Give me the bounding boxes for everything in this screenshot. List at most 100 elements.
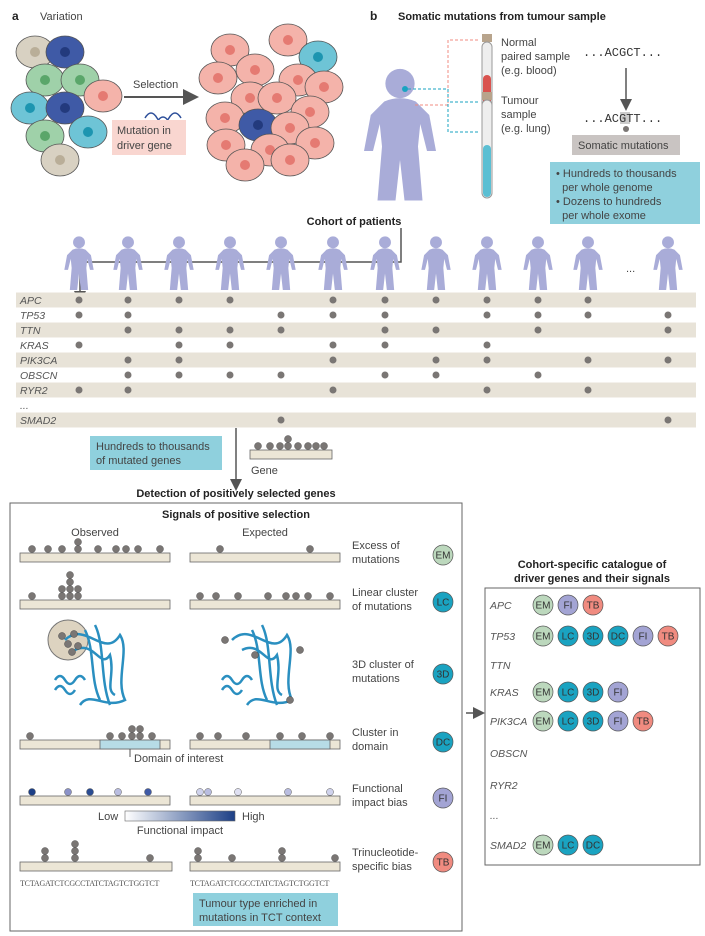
catalogue-gene-label: PIK3CA: [490, 716, 527, 728]
patient-icon: [113, 236, 143, 290]
mutation-dot: [381, 371, 389, 379]
signal-badge-label: 3D: [437, 670, 450, 681]
mutation-dot: [71, 840, 79, 848]
cell-nucleus: [75, 75, 85, 85]
mutation-dot: [134, 545, 142, 553]
domain-region: [99, 739, 161, 750]
mutation-dot: [284, 788, 292, 796]
mutation-dot: [128, 725, 136, 733]
patient-icon: [472, 236, 502, 290]
catalogue-gene-label: APC: [489, 600, 512, 612]
tumour-sample-line1: Tumour: [501, 95, 539, 107]
mutation-dot: [221, 636, 229, 644]
gene-bar: [189, 599, 341, 610]
mutation-dot: [664, 311, 672, 319]
mutation-dot: [276, 442, 284, 450]
cell-nucleus: [293, 75, 303, 85]
mutation-dot: [329, 341, 337, 349]
cell-nucleus: [285, 123, 295, 133]
mutation-dot: [278, 847, 286, 855]
signal-badge-label: DC: [611, 632, 625, 643]
protein-ribbon: [231, 632, 294, 706]
signal-badge-label: FI: [614, 717, 623, 728]
mutation-dot: [71, 847, 79, 855]
mutation-dot: [124, 356, 132, 364]
mutation-dot: [234, 788, 242, 796]
patient-icon: [64, 236, 94, 290]
cell-nucleus: [305, 107, 315, 117]
mutation-dot: [146, 854, 154, 862]
mutation-dot: [156, 545, 164, 553]
protein-ribbon: [220, 674, 254, 696]
mutation-dot: [144, 788, 152, 796]
mutation-dot: [266, 442, 274, 450]
mutation-dot: [664, 326, 672, 334]
signal-badge-label: FI: [564, 601, 573, 612]
mutation-dot: [74, 538, 82, 546]
mutation-dot: [277, 371, 285, 379]
gene-bar: [189, 739, 341, 750]
mutation-count-box: [550, 162, 700, 224]
gene-bar: [19, 861, 173, 872]
sequence-observed: TCTAGATCTCGCCTATCTAGTCTGGTCT: [20, 879, 159, 888]
patient-icon: [573, 236, 603, 290]
signal-badge-label: TB: [437, 858, 450, 869]
catalogue-badge-lc: [557, 625, 579, 647]
signal-label-line2: specific bias: [352, 861, 412, 873]
mutation-dot: [216, 545, 224, 553]
signal-badge-3d: [432, 663, 454, 685]
normal-sequence: ...ACGCT...: [583, 46, 662, 60]
tumour-sample-line3: (e.g. lung): [501, 123, 551, 135]
gene-bar: [189, 552, 341, 563]
mutation-dot: [66, 578, 74, 586]
tumour-sample-tube: [481, 92, 493, 199]
mutation-dot: [86, 788, 94, 796]
tct-box-line1: Tumour type enriched in: [199, 898, 317, 910]
patients-ellipsis: ...: [626, 263, 635, 275]
signal-badge-label: EM: [436, 551, 451, 562]
mutation-dot: [326, 592, 334, 600]
selection-label: Selection: [133, 79, 178, 91]
mutation-dot: [74, 642, 82, 650]
mutation-dot: [70, 630, 78, 638]
mutation-dot: [75, 386, 83, 394]
signal-badge-label: 3D: [587, 632, 600, 643]
patient-icon: [318, 236, 348, 290]
tct-box-line2: mutations in TCT context: [199, 912, 321, 924]
cell-nucleus: [250, 65, 260, 75]
signal-label-line1: Trinucleotide-: [352, 847, 419, 859]
signal-badge-label: TB: [662, 632, 675, 643]
mutation-dot: [294, 442, 302, 450]
mutation-dot: [124, 311, 132, 319]
cell-nucleus: [245, 93, 255, 103]
mutation-dot: [74, 592, 82, 600]
gene-label: ...: [20, 400, 29, 412]
signal-badge-label: LC: [562, 632, 575, 643]
catalogue-badge-em: [532, 625, 554, 647]
mutation-dot: [276, 732, 284, 740]
cell-nucleus: [55, 155, 65, 165]
mutation-dot: [41, 854, 49, 862]
signal-badge-label: EM: [536, 688, 551, 699]
catalogue-badge-fi: [607, 681, 629, 703]
mutation-dot: [483, 311, 491, 319]
signal-badge-label: FI: [439, 794, 448, 805]
catalogue-title-line1: Cohort-specific catalogue of: [518, 559, 667, 571]
patient-icon: [370, 236, 400, 290]
mutation-dot: [212, 592, 220, 600]
signal-badge-em: [432, 544, 454, 566]
mutation-dot: [66, 592, 74, 600]
mutated-genes-line1: Hundreds to thousands: [96, 441, 210, 453]
mutation-dot: [196, 592, 204, 600]
signal-badge-label: TB: [587, 601, 600, 612]
mutation-dot: [432, 296, 440, 304]
variation-label: Variation: [40, 11, 83, 23]
cell-nucleus: [221, 140, 231, 150]
mutation-dot: [106, 732, 114, 740]
mutated-genes-box: [90, 436, 222, 470]
cell-nucleus: [30, 47, 40, 57]
cell-nucleus: [272, 93, 282, 103]
catalogue-badge-fi: [607, 710, 629, 732]
